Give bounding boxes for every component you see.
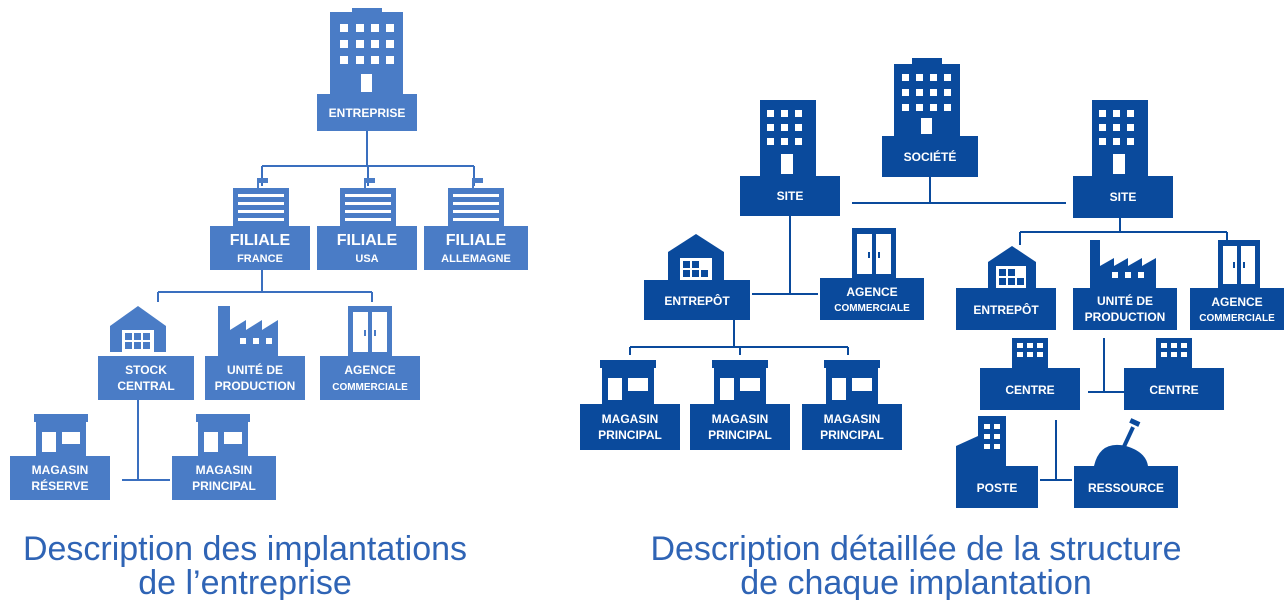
shovel-icon: [1094, 418, 1148, 466]
agence-right-node: AGENCE COMMERCIALE: [1190, 240, 1284, 330]
agence-left-node: AGENCE COMMERCIALE: [820, 228, 924, 320]
magasin-reserve-node: MAGASIN RÉSERVE: [10, 414, 110, 500]
magasin-3-node: MAGASIN PRINCIPAL: [802, 360, 902, 450]
site-right-node: SITE: [1073, 100, 1173, 218]
left-caption-line2: de l’entreprise: [138, 564, 352, 600]
office-building-icon: [760, 100, 816, 176]
centre-right-node: CENTRE: [1124, 338, 1224, 410]
magasin-2-line2: PRINCIPAL: [708, 428, 772, 442]
agence-right-line1: AGENCE: [1211, 295, 1262, 309]
agence-right-line2: COMMERCIALE: [1199, 313, 1275, 324]
magasin-principal-line1: MAGASIN: [196, 463, 253, 477]
poste-label: POSTE: [977, 481, 1018, 495]
right-connectors: [629, 177, 1228, 481]
agence-commerciale-node: AGENCE COMMERCIALE: [320, 306, 420, 400]
unite-production-right-node: UNITÉ DE PRODUCTION: [1073, 240, 1177, 330]
ressource-node: RESSOURCE: [1074, 418, 1178, 508]
warehouse-icon: [988, 246, 1036, 288]
centre-right-label: CENTRE: [1149, 383, 1198, 397]
magasin-principal-line2: PRINCIPAL: [192, 479, 256, 493]
warehouse-icon: [668, 234, 724, 280]
magasin-principal-node: MAGASIN PRINCIPAL: [172, 414, 276, 500]
stock-central-line2: CENTRAL: [117, 379, 174, 393]
office-building-icon: [330, 8, 403, 96]
factory-icon: [218, 306, 278, 356]
left-connectors: [122, 131, 475, 481]
entrepot-left-node: ENTREPÔT: [644, 234, 750, 320]
magasin-reserve-line1: MAGASIN: [32, 463, 89, 477]
filiale-france-country: FRANCE: [237, 253, 283, 265]
entrepot-left-label: ENTREPÔT: [664, 293, 730, 308]
filiale-allemagne-title: FILIALE: [446, 232, 507, 249]
magasin-3-line2: PRINCIPAL: [820, 428, 884, 442]
office-building-icon: [1156, 338, 1192, 368]
filiale-usa-country: USA: [355, 253, 378, 265]
shop-icon: [824, 360, 880, 404]
stock-central-line1: STOCK: [125, 363, 167, 377]
filiale-allemagne-node: FILIALE ALLEMAGNE: [424, 178, 528, 270]
societe-label: SOCIÉTÉ: [904, 149, 957, 164]
glass-door-icon: [1218, 240, 1260, 288]
stock-central-node: STOCK CENTRAL: [98, 306, 194, 400]
entreprise-label: ENTREPRISE: [329, 106, 406, 120]
site-left-node: SITE: [740, 100, 840, 216]
warehouse-icon: [110, 306, 166, 352]
filiale-usa-title: FILIALE: [337, 232, 398, 249]
magasin-reserve-line2: RÉSERVE: [31, 478, 88, 493]
right-caption-line2: de chaque implantation: [740, 564, 1092, 600]
glass-door-icon: [852, 228, 896, 278]
entrepot-right-label: ENTREPÔT: [973, 302, 1039, 317]
office-building-icon: [894, 58, 960, 136]
office-building-icon: [1092, 100, 1148, 176]
filiale-france-title: FILIALE: [230, 232, 291, 249]
magasin-2-line1: MAGASIN: [712, 412, 769, 426]
centre-left-node: CENTRE: [980, 338, 1080, 410]
shop-icon: [34, 414, 88, 456]
poste-node: POSTE: [956, 416, 1038, 508]
shop-icon: [196, 414, 250, 456]
entreprise-node: ENTREPRISE: [317, 8, 417, 131]
filiale-allemagne-country: ALLEMAGNE: [441, 253, 511, 265]
magasin-1-line2: PRINCIPAL: [598, 428, 662, 442]
centre-left-label: CENTRE: [1005, 383, 1054, 397]
glass-door-icon: [348, 306, 392, 356]
left-caption-line1: Description des implantations: [23, 530, 467, 568]
agence-commerciale-line1: AGENCE: [344, 363, 395, 377]
unite-production-line2: PRODUCTION: [215, 379, 296, 393]
unite-production-right-line1: UNITÉ DE: [1097, 293, 1153, 308]
office-building-icon: [956, 416, 1006, 466]
shop-icon: [600, 360, 656, 404]
unite-production-node: UNITÉ DE PRODUCTION: [205, 306, 305, 400]
site-left-label: SITE: [777, 189, 804, 203]
agence-commerciale-line2: COMMERCIALE: [332, 382, 408, 393]
filiale-usa-node: FILIALE USA: [317, 178, 417, 270]
magasin-1-line1: MAGASIN: [602, 412, 659, 426]
right-caption-line1: Description détaillée de la structure: [650, 530, 1181, 568]
site-right-label: SITE: [1110, 190, 1137, 204]
shop-icon: [712, 360, 768, 404]
magasin-2-node: MAGASIN PRINCIPAL: [690, 360, 790, 450]
entrepot-right-node: ENTREPÔT: [956, 246, 1056, 330]
magasin-1-node: MAGASIN PRINCIPAL: [580, 360, 680, 450]
office-building-icon: [1012, 338, 1048, 368]
unite-production-right-line2: PRODUCTION: [1085, 310, 1166, 324]
unite-production-line1: UNITÉ DE: [227, 362, 283, 377]
magasin-3-line1: MAGASIN: [824, 412, 881, 426]
factory-icon: [1090, 240, 1156, 288]
societe-node: SOCIÉTÉ: [882, 58, 978, 177]
ressource-label: RESSOURCE: [1088, 481, 1164, 495]
filiale-france-node: FILIALE FRANCE: [210, 178, 310, 270]
agence-left-line2: COMMERCIALE: [834, 303, 910, 314]
agence-left-line1: AGENCE: [846, 285, 897, 299]
